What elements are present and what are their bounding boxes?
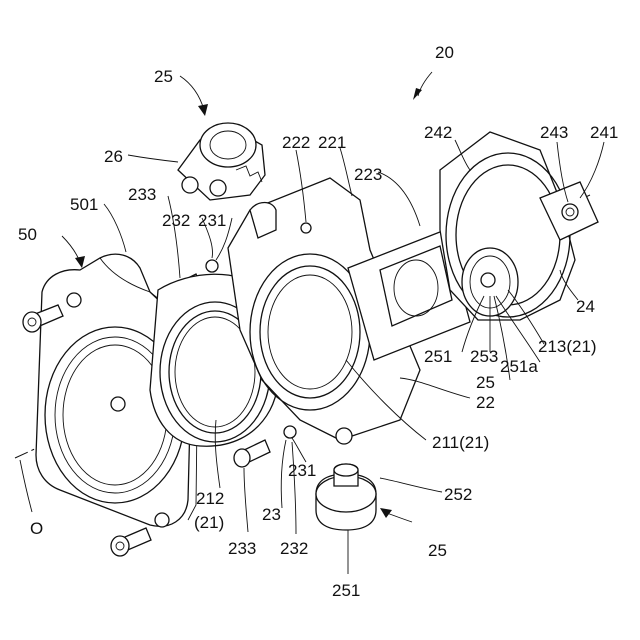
label-valve-251-mid: 251 [424, 347, 452, 366]
label-valve-253: 253 [470, 347, 498, 366]
label-pin-233-top: 233 [128, 185, 156, 204]
label-valve-25-bot: 25 [428, 541, 447, 560]
label-cover: 50 [18, 225, 37, 244]
label-housing-b: 221 [318, 133, 346, 152]
screw-bottom-left [111, 528, 151, 556]
label-part-23: 23 [262, 505, 281, 524]
label-outlet-port: 241 [590, 123, 618, 142]
label-valve-25-mid: 25 [476, 373, 495, 392]
label-housing-a: 222 [282, 133, 310, 152]
label-pin-231-bot: 231 [288, 461, 316, 480]
label-pin-231-top: 231 [198, 211, 226, 230]
label-seal-212-sub: (21) [194, 513, 224, 532]
label-valve-251-bot: 251 [332, 581, 360, 600]
label-valve-252: 252 [444, 485, 472, 504]
label-seal-213: 213(21) [538, 337, 597, 356]
label-part-24: 24 [576, 297, 595, 316]
pin-231-top-ring [206, 260, 218, 272]
valve-assembly-25-bottom [316, 464, 376, 530]
label-assembly: 20 [435, 43, 454, 62]
label-cover-flange: 501 [70, 195, 98, 214]
label-seal-212: 212 [196, 489, 224, 508]
label-valve-251a: 251a [500, 357, 538, 376]
label-axis: O [30, 519, 43, 538]
label-pin-232-bot: 232 [280, 539, 308, 558]
label-pin-232-top: 232 [162, 211, 190, 230]
label-ring-a: 242 [424, 123, 452, 142]
label-seal-211: 211(21) [432, 433, 489, 452]
label-spring: 26 [104, 147, 123, 166]
label-pin-233-bot: 233 [228, 539, 256, 558]
label-screw-hole: 243 [540, 123, 568, 142]
valve-assembly-25-top [178, 123, 265, 200]
pin-233-bottom [234, 440, 270, 467]
pin-231-bottom-ring [284, 426, 296, 438]
label-part-22: 22 [476, 393, 495, 412]
label-valve-top: 25 [154, 67, 173, 86]
label-housing-c: 223 [354, 165, 382, 184]
